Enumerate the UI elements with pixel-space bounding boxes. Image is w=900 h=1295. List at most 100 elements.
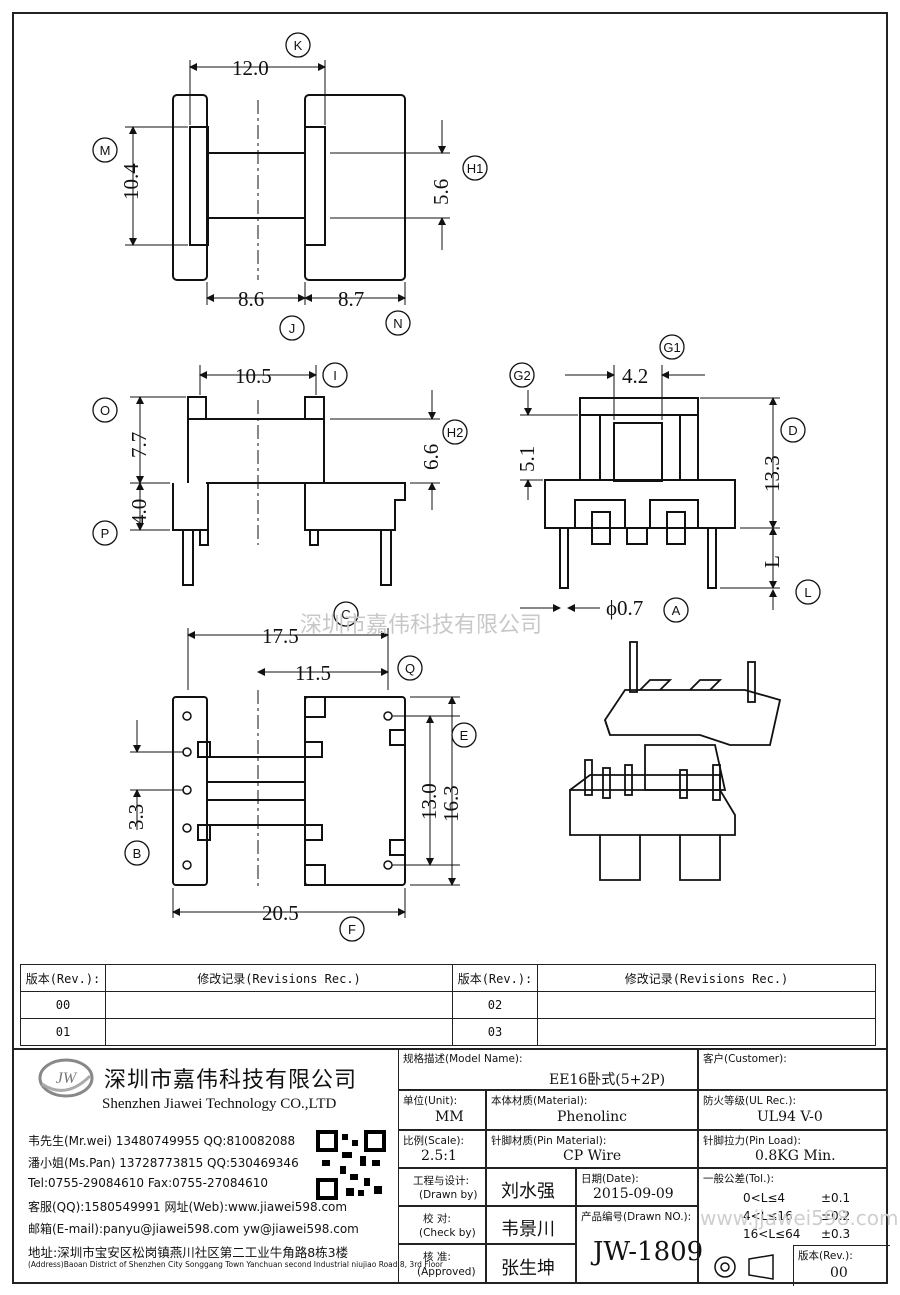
drawn-label-cell: 工程与设计: (Drawn by) xyxy=(398,1168,486,1206)
model-value: EE16卧式(5+2P) xyxy=(549,1072,666,1088)
address-cn: 地址:深圳市宝安区松岗镇燕川社区第二工业牛角路8栋3楼 xyxy=(28,1245,349,1260)
title-block: 规格描述(Model Name): EE16卧式(5+2P) 客户(Custom… xyxy=(398,1048,890,1286)
tol-value-2: ±0.2 xyxy=(821,1209,851,1223)
svg-text:H2: H2 xyxy=(447,425,464,440)
ref-bubble-m: M xyxy=(92,137,118,163)
drawn-value-cell: 刘水强 xyxy=(486,1168,576,1206)
rec-cell xyxy=(105,1018,453,1046)
ref-bubble-h1: H1 xyxy=(462,155,488,181)
ref-bubble-k: K xyxy=(285,32,311,58)
dim-bottom-overall: 17.5 xyxy=(262,624,299,648)
dim-left-space: 8.6 xyxy=(238,287,264,311)
qr-code xyxy=(316,1130,386,1200)
address-en: (Address)Baoan District of Shenzhen City… xyxy=(28,1260,443,1269)
dim-top-width: 12.0 xyxy=(232,56,269,80)
side-view xyxy=(172,396,406,586)
customer-cell: 客户(Customer): xyxy=(698,1048,888,1090)
tolerance-cell: 一般公差(Tol.): 0<L≤4 ±0.1 4<L≤16 ±0.2 16<L≤… xyxy=(698,1168,890,1286)
svg-text:Q: Q xyxy=(405,661,415,676)
contact-pan: 潘小姐(Ms.Pan) 13728773815 QQ:530469346 xyxy=(28,1156,299,1170)
dim-front-total: 13.3 xyxy=(760,455,784,492)
approved-label-cell: 核 准: (Approved) xyxy=(398,1244,486,1284)
watermark-url: www.jjawei598.com xyxy=(700,1206,899,1230)
rev-header-1: 版本(Rev.): xyxy=(20,964,106,992)
ref-bubble-c: C xyxy=(333,601,359,627)
svg-text:M: M xyxy=(100,143,111,158)
logo-text: JW xyxy=(56,1070,78,1087)
svg-text:A: A xyxy=(672,603,681,618)
rev-label: 版本(Rev.): xyxy=(798,1250,853,1262)
svg-text:G1: G1 xyxy=(663,340,680,355)
dim-side-core: 6.6 xyxy=(419,444,443,470)
material-value: Phenolinc xyxy=(557,1109,627,1125)
engineering-drawing: 12.0 10.4 5.6 8.6 8.7 10.5 7.7 4.0 6.6 4… xyxy=(92,32,821,942)
revision-table: 版本(Rev.): 修改记录(Revisions Rec.) 版本(Rev.):… xyxy=(20,964,876,1046)
title-block-top-rule xyxy=(12,1048,888,1050)
contact-wei: 韦先生(Mr.wei) 13480749955 QQ:810082088 xyxy=(28,1134,296,1148)
ul-cell: 防火等级(UL Rec.): UL94 V-0 xyxy=(698,1090,888,1130)
ref-bubble-g2: G2 xyxy=(509,362,535,388)
scale-cell: 比例(Scale): 2.5:1 xyxy=(398,1130,486,1168)
svg-text:F: F xyxy=(348,922,356,937)
ref-bubble-j: J xyxy=(279,315,305,341)
company-name-cn: 深圳市嘉伟科技有限公司 xyxy=(104,1068,358,1093)
svg-text:C: C xyxy=(341,607,350,622)
projection-symbol xyxy=(714,1254,774,1280)
date-value: 2015-09-09 xyxy=(593,1186,674,1202)
dim-side-width: 10.5 xyxy=(235,364,272,388)
dim-right-space: 8.7 xyxy=(338,287,364,311)
pin-material-label: 针脚材质(Pin Material): xyxy=(491,1135,607,1147)
check-label: 校 对: xyxy=(423,1213,451,1225)
rev-cell: 01 xyxy=(20,1018,106,1046)
dim-front-upper: 5.1 xyxy=(515,446,539,472)
ref-bubble-d: D xyxy=(780,417,806,443)
rev-box: 版本(Rev.): 00 xyxy=(793,1245,890,1286)
rev-header-2: 版本(Rev.): xyxy=(452,964,538,992)
company-name-en: Shenzhen Jiawei Technology CO.,LTD xyxy=(102,1096,337,1112)
pin-load-label: 针脚拉力(Pin Load): xyxy=(703,1135,801,1147)
unit-label: 单位(Unit): xyxy=(403,1095,458,1107)
date-label: 日期(Date): xyxy=(581,1173,639,1185)
tol-range-2: 4<L≤16 xyxy=(743,1209,793,1223)
svg-text:E: E xyxy=(460,728,469,743)
ul-value: UL94 V-0 xyxy=(757,1109,823,1125)
rec-cell xyxy=(537,991,876,1019)
pin-material-value: CP Wire xyxy=(563,1148,622,1164)
dim-front-slot: 4.2 xyxy=(622,364,648,388)
company-logo: JW xyxy=(38,1058,94,1098)
pin-material-cell: 针脚材质(Pin Material): CP Wire xyxy=(486,1130,698,1168)
check-value-cell: 韦景川 xyxy=(486,1206,576,1244)
svg-text:J: J xyxy=(289,321,296,336)
dim-pin-diameter: ϕ0.7 xyxy=(606,596,643,620)
svg-text:K: K xyxy=(294,38,303,53)
check-value: 韦景川 xyxy=(501,1219,555,1240)
tolerance-label: 一般公差(Tol.): xyxy=(703,1173,775,1185)
drawn-value: 刘水强 xyxy=(501,1181,555,1202)
ref-bubble-p: P xyxy=(92,520,118,546)
drawn-label-en: (Drawn by) xyxy=(419,1189,478,1201)
scale-value: 2.5:1 xyxy=(421,1148,457,1164)
ref-bubble-i: I xyxy=(322,362,348,388)
dim-pitch: 3.3 xyxy=(124,804,148,830)
date-cell: 日期(Date): 2015-09-09 xyxy=(576,1168,698,1206)
rev-cell: 00 xyxy=(20,991,106,1019)
tol-range-3: 16<L≤64 xyxy=(743,1227,801,1241)
approved-label: 核 准: xyxy=(423,1251,451,1263)
ref-bubble-f: F xyxy=(339,916,365,942)
contact-email: 邮箱(E-mail):panyu@jiawei598.com yw@jiawei… xyxy=(28,1222,359,1236)
tol-value-3: ±0.3 xyxy=(821,1227,851,1241)
drawn-label: 工程与设计: xyxy=(413,1175,470,1187)
pin-load-value: 0.8KG Min. xyxy=(755,1148,836,1164)
ref-bubble-a: A xyxy=(663,597,689,623)
approved-value-cell: 张生坤 xyxy=(486,1244,576,1284)
material-cell: 本体材质(Material): Phenolinc xyxy=(486,1090,698,1130)
ref-bubble-l: L xyxy=(795,579,821,605)
approved-value: 张生坤 xyxy=(501,1258,555,1279)
unit-value: MM xyxy=(435,1109,464,1125)
drawn-no-label: 产品编号(Drawn NO.): xyxy=(581,1211,692,1223)
dim-core-height: 5.6 xyxy=(429,179,453,205)
drawn-no-cell: 产品编号(Drawn NO.): JW-1809 xyxy=(576,1206,703,1284)
pin-load-cell: 针脚拉力(Pin Load): 0.8KG Min. xyxy=(698,1130,888,1168)
ref-bubble-n: N xyxy=(385,310,411,336)
ul-label: 防火等级(UL Rec.): xyxy=(703,1095,796,1107)
